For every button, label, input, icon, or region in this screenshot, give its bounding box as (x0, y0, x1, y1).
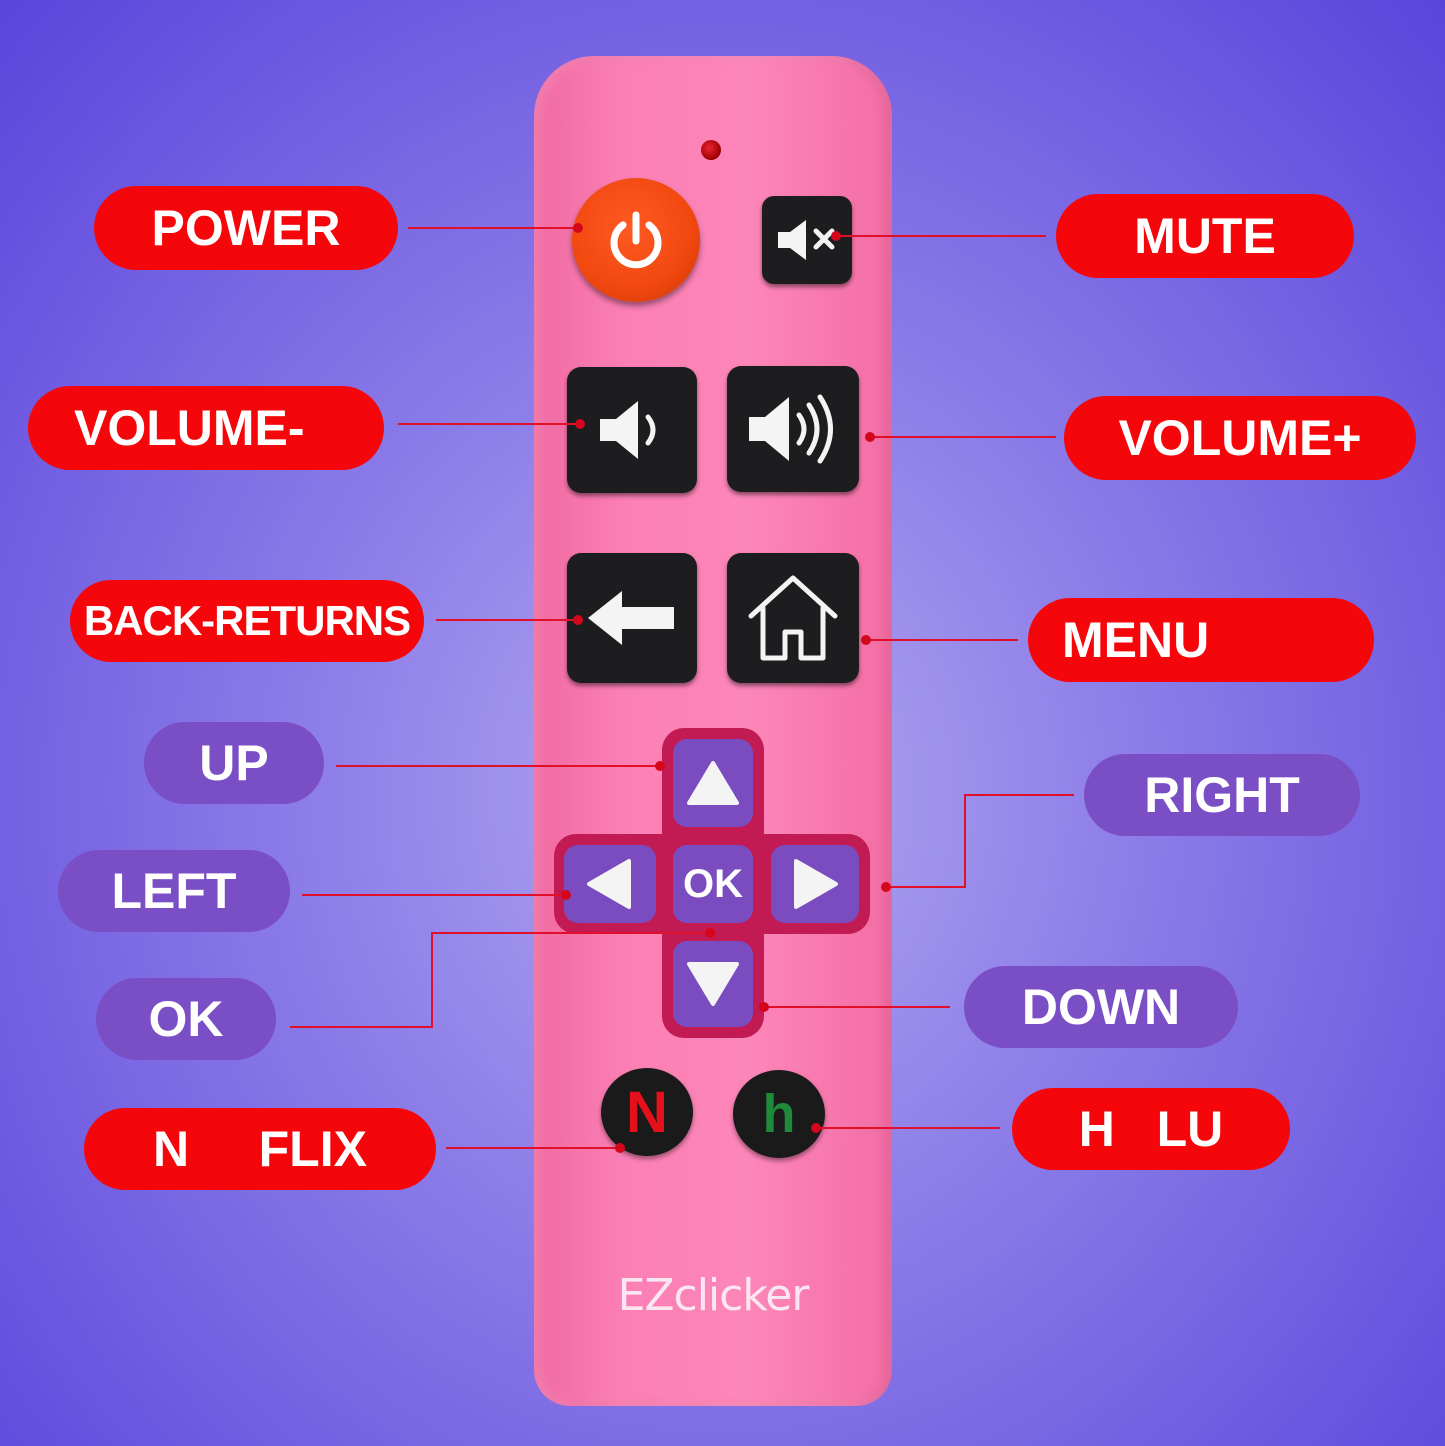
ir-led (701, 140, 721, 160)
anchor-up (655, 761, 665, 771)
up-button[interactable] (673, 739, 753, 827)
label-volume-up: VOLUME+ (1064, 396, 1416, 480)
anchor-back (573, 615, 583, 625)
anchor-mute (831, 231, 841, 241)
triangle-left-icon (587, 859, 631, 909)
label-power: POWER (94, 186, 398, 270)
netflix-button[interactable]: N (601, 1068, 693, 1156)
label-left: LEFT (58, 850, 290, 932)
anchor-hulu (811, 1123, 821, 1133)
anchor-left (561, 890, 571, 900)
label-up: UP (144, 722, 324, 804)
anchor-right (881, 882, 891, 892)
speaker-high-icon (749, 394, 833, 464)
home-icon (748, 575, 838, 661)
brand-logo: EZclicker (617, 1270, 810, 1321)
anchor-volume-up (865, 432, 875, 442)
label-netflix: N FLIX (84, 1108, 436, 1190)
label-down: DOWN (964, 966, 1238, 1048)
anchor-ok (705, 928, 715, 938)
ok-button[interactable]: OK (673, 845, 753, 923)
anchor-menu (861, 635, 871, 645)
triangle-down-icon (687, 962, 739, 1006)
anchor-down (759, 1002, 769, 1012)
anchor-volume-down (575, 419, 585, 429)
power-icon (610, 211, 662, 269)
label-menu: MENU (1028, 598, 1374, 682)
triangle-up-icon (687, 761, 739, 805)
label-right: RIGHT (1084, 754, 1360, 836)
label-mute: MUTE (1056, 194, 1354, 278)
right-button[interactable] (771, 845, 859, 923)
down-button[interactable] (673, 941, 753, 1027)
speaker-low-icon (600, 401, 656, 459)
left-button[interactable] (564, 845, 656, 923)
anchor-netflix (615, 1143, 625, 1153)
power-button[interactable] (572, 178, 700, 302)
back-button[interactable] (567, 553, 697, 683)
triangle-right-icon (794, 859, 838, 909)
hulu-button[interactable]: h (733, 1070, 825, 1158)
label-ok: OK (96, 978, 276, 1060)
arrow-left-icon (588, 591, 674, 645)
anchor-power (573, 223, 583, 233)
volume-down-button[interactable] (567, 367, 697, 493)
label-volume-down: VOLUME- (28, 386, 384, 470)
label-back-returns: BACK-RETURNS (70, 580, 424, 662)
label-hulu: H LU (1012, 1088, 1290, 1170)
menu-button[interactable] (727, 553, 859, 683)
speaker-mute-icon (778, 220, 835, 260)
volume-up-button[interactable] (727, 366, 859, 492)
